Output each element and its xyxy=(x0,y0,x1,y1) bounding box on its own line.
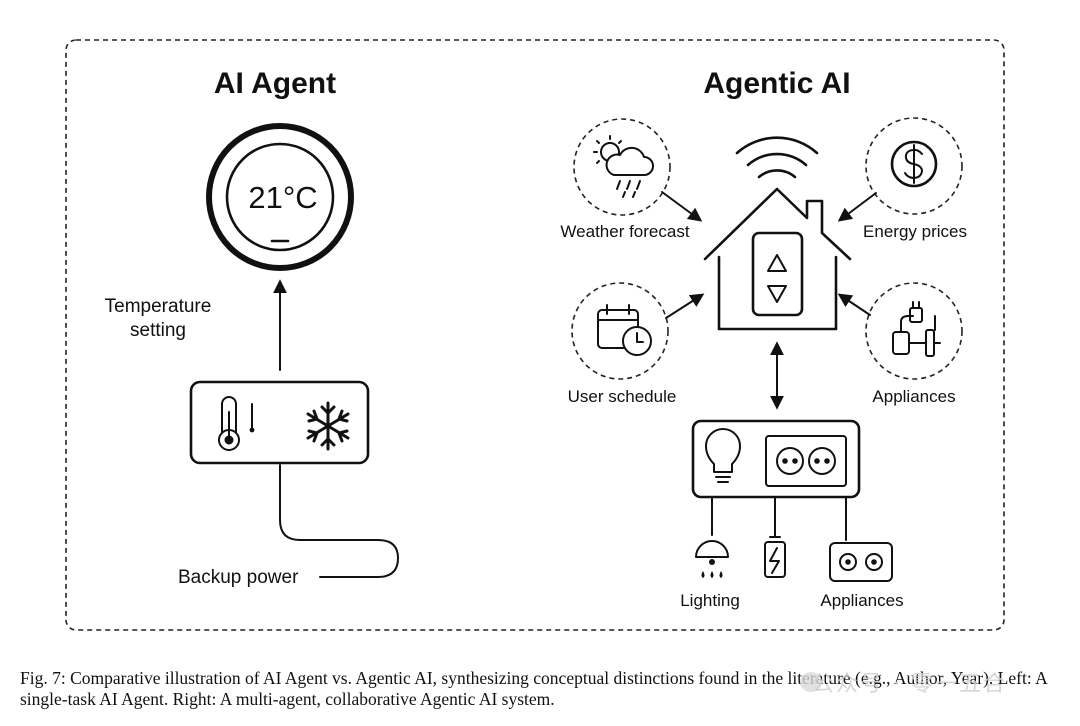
energy-prices-label: Energy prices xyxy=(863,222,967,241)
calendar-clock-icon xyxy=(597,304,652,356)
dollar-icon xyxy=(890,140,938,188)
arrow-appliances-to-house xyxy=(837,293,871,316)
snowflake-icon xyxy=(306,401,350,451)
arrow-schedule-to-house xyxy=(665,293,705,319)
figure-caption: Fig. 7: Comparative illustration of AI A… xyxy=(20,668,1047,709)
lamp-icon xyxy=(695,540,729,578)
control-box xyxy=(189,380,370,465)
appliances-circle xyxy=(865,282,963,380)
backup-power-label: Backup power xyxy=(178,567,299,588)
backup-power-cable xyxy=(279,464,399,578)
watermark-logo-icon xyxy=(800,672,822,692)
watermark-text: 公众号 · 零一五合 xyxy=(812,672,1007,697)
weather-icon xyxy=(593,135,654,198)
arrow-weather-to-house xyxy=(661,191,703,222)
thermostat-icon xyxy=(206,123,354,271)
wifi-icon xyxy=(735,136,819,179)
weather-circle xyxy=(573,118,671,216)
right-panel-title: Agentic AI xyxy=(703,67,850,100)
appliances-output-label: Appliances xyxy=(820,591,903,610)
schedule-circle xyxy=(571,282,669,380)
thermometer-icon xyxy=(218,396,255,451)
arrow-energy-to-house xyxy=(837,192,877,222)
thermostat-reading: 21°C xyxy=(248,180,317,215)
user-schedule-label: User schedule xyxy=(568,387,677,406)
energy-circle xyxy=(865,117,963,215)
outer-dashed-frame xyxy=(65,39,1005,631)
appliances-input-label: Appliances xyxy=(872,387,955,406)
outlet-icon xyxy=(765,435,847,487)
outlet-output-icon xyxy=(829,542,893,582)
lighting-label: Lighting xyxy=(680,591,740,610)
house-icon xyxy=(703,187,852,331)
temperature-setting-label-line1: Temperature xyxy=(105,296,212,317)
lightbulb-icon xyxy=(705,428,741,483)
temperature-setting-label-line2: setting xyxy=(130,320,186,341)
weather-forecast-label: Weather forecast xyxy=(560,222,689,241)
left-panel-title: AI Agent xyxy=(214,67,336,100)
plug-icon xyxy=(892,301,941,357)
battery-icon xyxy=(764,536,786,578)
